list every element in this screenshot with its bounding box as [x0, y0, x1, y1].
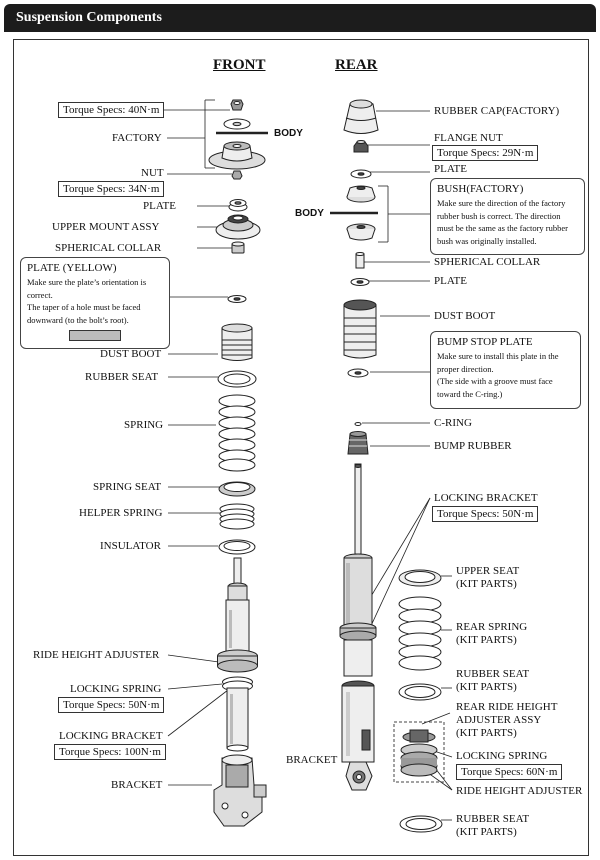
- section-title: Suspension Components: [16, 10, 162, 25]
- front-heading: FRONT: [213, 57, 266, 73]
- front-plate-note: PLATE (YELLOW) Make sure the plate’s ori…: [20, 257, 170, 349]
- rear-plate-top-label: PLATE: [434, 163, 467, 175]
- rear-locking-bracket-label: LOCKING BRACKET: [434, 492, 538, 504]
- section-header: Suspension Components: [4, 4, 596, 32]
- front-body-label: BODY: [274, 128, 303, 139]
- rear-flange-nut-label: FLANGE NUT: [434, 132, 503, 144]
- front-spring-seat-label: SPRING SEAT: [93, 481, 162, 493]
- rear-spring-label: REAR SPRING(KIT PARTS): [456, 621, 528, 646]
- rear-locking-spring-label: LOCKING SPRING: [456, 750, 548, 762]
- front-locking-spring-label: LOCKING SPRING: [70, 683, 162, 695]
- front-spherical-collar-label: SPHERICAL COLLAR: [55, 242, 162, 254]
- front-plate-note-line2: The taper of a hole must be faced downwa…: [27, 302, 141, 325]
- rear-torque-locking-spring: Torque Specs: 60N·m: [456, 764, 563, 780]
- front-upper-mount-label: UPPER MOUNT ASSY: [52, 221, 160, 233]
- rear-bump-stop-note-line1: Make sure to install this plate in the p…: [437, 351, 559, 374]
- rear-bracket-label: BRACKET: [286, 754, 338, 766]
- front-insulator-label: INSULATOR: [100, 540, 161, 552]
- rear-body-label: BODY: [295, 208, 324, 219]
- front-helper-spring-label: HELPER SPRING: [79, 507, 163, 519]
- rear-plate-label: PLATE: [434, 275, 467, 287]
- rear-upper-seat-label: UPPER SEAT(KIT PARTS): [456, 565, 520, 590]
- rear-heading: REAR: [335, 57, 378, 73]
- rear-bush-note-title: BUSH(FACTORY): [437, 183, 524, 195]
- front-plate-note-title: PLATE (YELLOW): [27, 262, 117, 274]
- rear-rubber-cap-label: RUBBER CAP(FACTORY): [434, 105, 560, 117]
- rear-spherical-collar-label: SPHERICAL COLLAR: [434, 256, 541, 268]
- rear-c-ring-label: C-RING: [434, 417, 472, 429]
- front-locking-bracket-label: LOCKING BRACKET: [59, 730, 163, 742]
- front-spring-label: SPRING: [124, 419, 164, 431]
- plate-orientation-icon: [69, 330, 121, 341]
- rear-ride-height-adjuster-label: RIDE HEIGHT ADJUSTER: [456, 785, 583, 797]
- front-bracket-label: BRACKET: [111, 779, 163, 791]
- rear-bump-stop-note: BUMP STOP PLATE Make sure to install thi…: [430, 331, 581, 409]
- rear-bush-note: BUSH(FACTORY) Make sure the direction of…: [430, 178, 585, 255]
- front-rubber-seat-label: RUBBER SEAT: [85, 371, 159, 383]
- front-torque-top: Torque Specs: 40N·m: [58, 102, 165, 118]
- diagram-frame: [13, 39, 589, 856]
- front-torque-nut: Torque Specs: 34N·m: [58, 181, 165, 197]
- rear-bump-rubber-label: BUMP RUBBER: [434, 440, 512, 452]
- front-ride-height-adjuster-label: RIDE HEIGHT ADJUSTER: [33, 649, 160, 661]
- rear-torque-locking-bracket: Torque Specs: 50N·m: [432, 506, 539, 522]
- rear-rubber-seat-label: RUBBER SEAT(KIT PARTS): [456, 668, 530, 693]
- front-plate-note-line1: Make sure the plate’s orientation is cor…: [27, 277, 147, 300]
- rear-dust-boot-label: DUST BOOT: [434, 310, 496, 322]
- front-dust-boot-label: DUST BOOT: [100, 348, 162, 360]
- rear-bush-note-text: Make sure the direction of the factory r…: [437, 198, 568, 246]
- front-plate-label: PLATE: [143, 200, 176, 212]
- front-torque-locking-bracket: Torque Specs: 100N·m: [54, 744, 166, 760]
- rear-bottom-rubber-seat-label: RUBBER SEAT(KIT PARTS): [456, 813, 530, 838]
- front-factory-label: FACTORY: [112, 132, 162, 144]
- rear-bump-stop-note-line2: (The side with a groove must face toward…: [437, 376, 553, 399]
- rear-torque-flange-nut: Torque Specs: 29N·m: [432, 145, 539, 161]
- front-torque-locking-spring: Torque Specs: 50N·m: [58, 697, 165, 713]
- rear-bump-stop-note-title: BUMP STOP PLATE: [437, 336, 533, 348]
- front-nut-label: NUT: [141, 167, 164, 179]
